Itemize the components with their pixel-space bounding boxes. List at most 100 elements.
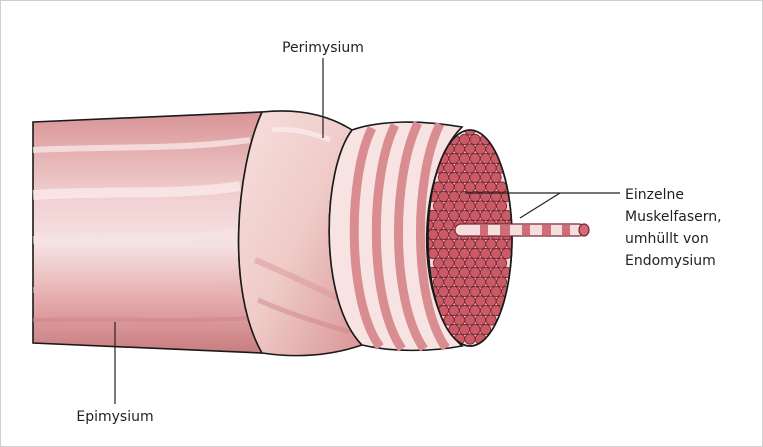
fiber-end [459,134,469,144]
fiber-end [438,229,448,239]
fiber-end [480,248,490,258]
fiber-end [433,258,443,268]
fiber-label-line-1: Einzelne [625,187,684,203]
fiber-end [459,267,469,277]
single-muscle-fiber [455,224,589,236]
fiber-end [459,305,469,315]
fiber-end [475,315,485,325]
fiber-end [433,182,443,192]
fiber-end [444,182,454,192]
fiber-end [470,324,480,334]
fiber-end [459,324,469,334]
fiber-end [491,210,501,220]
fiber-end [470,248,480,258]
fiber-end [470,267,480,277]
fiber-end [470,153,480,163]
fiber-end [444,315,454,325]
fiber-end [491,286,501,296]
fiber-end [449,248,459,258]
fiber-end [444,277,454,287]
fiber-end [475,296,485,306]
fiber-end [449,153,459,163]
fiber-end [486,201,496,211]
fiber-leader-branch [520,193,560,218]
fiber-end [459,153,469,163]
fiber-end [433,220,443,230]
fiber-end [444,220,454,230]
epimysium-body [33,112,262,353]
fiber-end [470,210,480,220]
fiber-end [480,153,490,163]
fiber-end [454,296,464,306]
fiber-end [438,286,448,296]
fiber-end [491,267,501,277]
perimysium-label: Perimysium [282,40,364,56]
fiber-end [438,191,448,201]
fiber-end [486,258,496,268]
fiber-end [465,144,475,154]
fiber-end [454,163,464,173]
fiber-end [444,296,454,306]
fiber-end [449,172,459,182]
fiber-end [475,144,485,154]
fiber-end [501,248,511,258]
fiber-label-line-4: Endomysium [625,253,716,269]
fiber-end [486,296,496,306]
fiber-end [486,163,496,173]
fiber-end [470,286,480,296]
fiber-end [444,239,454,249]
fiber-end [459,248,469,258]
fiber-end [465,239,475,249]
fiber-end [454,277,464,287]
fiber-end [475,163,485,173]
fiber-end [454,258,464,268]
fiber-end [465,201,475,211]
fiber-end [454,201,464,211]
fiber-end [475,182,485,192]
fiber-end [480,210,490,220]
fiber-end [486,315,496,325]
fiber-end [459,286,469,296]
fiber-end [438,267,448,277]
fiber-end [449,305,459,315]
fiber-end [444,163,454,173]
fiber-end [465,182,475,192]
fiber-end [496,182,506,192]
fiber-end [459,172,469,182]
fiber-end [454,315,464,325]
fiber-end [449,286,459,296]
fiber-end [480,267,490,277]
fiber-end [496,201,506,211]
fiber-end [480,172,490,182]
fiber-end [496,258,506,268]
fiber-end [486,239,496,249]
fiber-end [480,305,490,315]
fiber-end [486,277,496,287]
fiber-end [438,210,448,220]
fiber-end [465,296,475,306]
fiber-end [433,239,443,249]
fiber-end [444,201,454,211]
fiber-label-line-2: Muskelfasern, [625,209,722,225]
fiber-label-line-3: umhüllt von [625,231,709,247]
fiber-end [449,191,459,201]
fiber-end [454,182,464,192]
fiber-end [465,277,475,287]
fiber-end [470,305,480,315]
fiber-end [449,267,459,277]
fiber-end [454,239,464,249]
fiber-end [486,182,496,192]
fiber-end [454,144,464,154]
fiber-end [465,258,475,268]
fiber-end [433,277,443,287]
fiber-end [496,277,506,287]
fiber-end [459,210,469,220]
fiber-end [449,210,459,220]
fiber-end [438,248,448,258]
fiber-end [480,286,490,296]
fiber-end [465,163,475,173]
fiber-end [475,239,485,249]
fiber-end [491,172,501,182]
fiber-end [475,277,485,287]
